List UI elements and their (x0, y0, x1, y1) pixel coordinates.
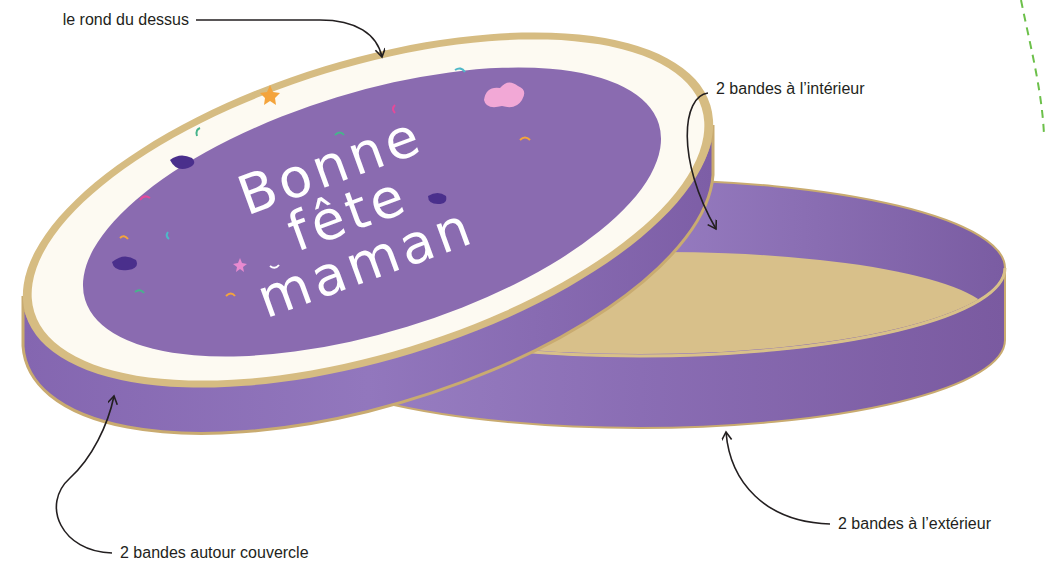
leader-line (726, 432, 830, 524)
leader-line (56, 396, 114, 553)
leader-lines (56, 20, 830, 553)
callout-label: 2 bandes à l’extérieur (838, 514, 991, 533)
dashed-curve (1021, 0, 1044, 135)
callout-label: 2 bandes à l’intérieur (716, 79, 865, 98)
callout-label: 2 bandes autour couvercle (120, 543, 309, 562)
leader-line (196, 20, 382, 57)
box-lid (0, 0, 754, 458)
callout-label: le rond du dessus (63, 10, 189, 29)
leader-line (687, 93, 716, 229)
